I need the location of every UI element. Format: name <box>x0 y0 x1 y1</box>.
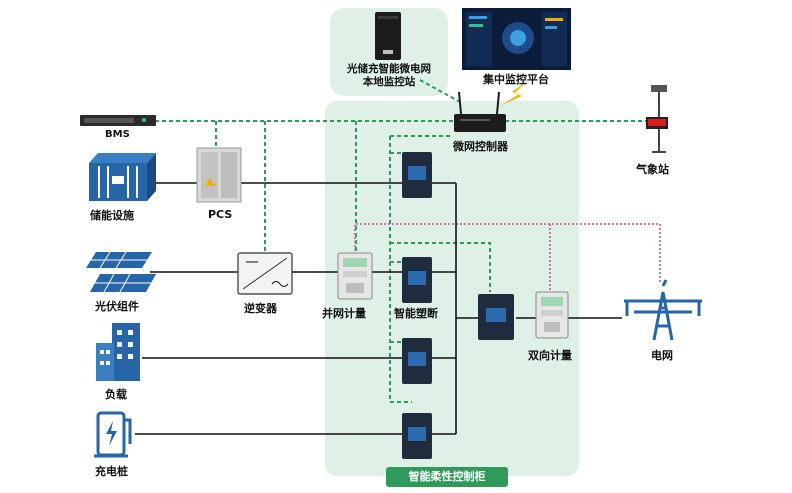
weather-station-icon <box>646 85 668 153</box>
charging-pile-icon <box>94 411 132 458</box>
storage-label: 储能设施 <box>90 209 134 222</box>
breaker-icon <box>402 152 432 198</box>
breaker-icon <box>402 413 432 459</box>
bms-label: BMS <box>105 129 130 140</box>
bidirectional-meter-label: 双向计量 <box>528 349 572 362</box>
inverter-label: 逆变器 <box>244 302 277 315</box>
rack-device-icon <box>80 115 156 126</box>
pcs-label: PCS <box>208 208 233 221</box>
building-icon <box>96 323 140 381</box>
smart-breaker-label: 智能塑断 <box>394 307 438 320</box>
central-platform-label: 集中监控平台 <box>483 73 549 86</box>
breaker-icon <box>402 257 432 303</box>
container-icon <box>89 153 156 201</box>
charging-pile-label: 充电桩 <box>95 465 128 478</box>
energy-meter-icon <box>535 291 569 339</box>
transmission-tower-icon <box>624 279 702 341</box>
breaker-icon <box>478 294 514 340</box>
wireless-bolt-icon <box>500 80 528 106</box>
pv-label: 光伏组件 <box>95 300 139 313</box>
grid-comm-lines <box>354 223 661 294</box>
microgrid-controller-label: 微网控制器 <box>453 140 508 153</box>
breaker-icon <box>402 338 432 384</box>
monitor-dashboard-icon <box>462 8 571 70</box>
grid-label: 电网 <box>651 349 673 362</box>
communication-lines <box>155 79 650 403</box>
router-icon <box>454 91 506 132</box>
control-cabinet-panel <box>325 101 579 476</box>
local-station-label: 光储充智能微电网本地监控站 <box>347 63 431 88</box>
inverter-icon <box>237 252 293 295</box>
solar-panel-icon <box>86 251 156 293</box>
energy-meter-icon <box>337 252 373 300</box>
server-tower-icon <box>375 12 401 60</box>
grid-meter-label: 并网计量 <box>322 307 366 320</box>
weather-station-label: 气象站 <box>636 163 669 176</box>
pcs-cabinet-icon <box>196 147 242 203</box>
cabinet-label: 智能柔性控制柜 <box>386 467 508 487</box>
load-label: 负载 <box>105 388 127 401</box>
